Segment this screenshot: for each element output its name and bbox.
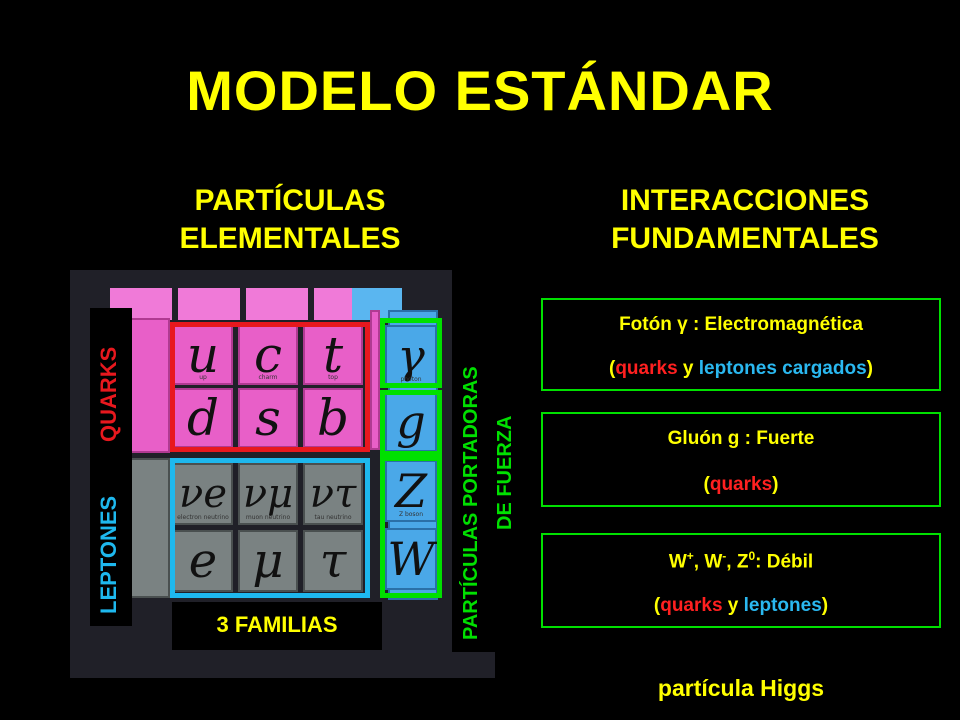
electron-neutrino-symbol: νe — [179, 471, 227, 517]
z-label: , Z — [726, 551, 749, 573]
lepton-muon-cube: μ — [238, 530, 298, 592]
quark-charm-name: charm — [258, 374, 278, 381]
w-boson-symbol: W — [387, 532, 435, 586]
interaction-electromagnetic: Fotón γ : Electromagnética (quarks y lep… — [541, 298, 941, 391]
interactions-heading-line2: FUNDAMENTALES — [611, 222, 879, 255]
quark-down-symbol: d — [186, 389, 219, 447]
particles-heading-line1: PARTÍCULAS — [194, 184, 386, 217]
muon-neutrino-name: muon neutrino — [245, 514, 291, 521]
quark-up-name: up — [199, 374, 207, 381]
quarks-frame — [170, 322, 370, 452]
quark-bottom-symbol: b — [316, 389, 349, 447]
particle-cube-panel: u up c charm t top d s b νe electron neu… — [70, 270, 495, 678]
photon-frame — [380, 318, 442, 388]
interaction-weak-title: W+, W-, Z0: Débil — [543, 549, 939, 573]
interaction-strong-title: Gluón g : Fuerte — [667, 428, 815, 449]
boson-w-cube: W — [385, 528, 437, 590]
paren-open: ( — [653, 595, 661, 616]
gluon-symbol: g — [396, 395, 426, 449]
boson-z-cube: Z Z boson — [385, 460, 437, 522]
weak-label: : Débil — [755, 551, 814, 573]
quark-top-symbol: t — [322, 326, 344, 384]
quark-charm-cube: c charm — [238, 325, 298, 385]
quark-strange-cube: s — [238, 388, 298, 448]
muon-neutrino-symbol: νμ — [242, 471, 294, 517]
boson-gluon-cube: g — [385, 392, 437, 452]
z-zero-sup: 0 — [748, 549, 756, 563]
paren-open: ( — [609, 358, 616, 379]
carriers-label-line1: PARTÍCULAS PORTADORAS — [460, 366, 482, 640]
quark-down-cube: d — [173, 388, 233, 448]
weak-bosons-frame — [380, 456, 442, 598]
w-minus-sup: - — [722, 549, 727, 563]
interactions-heading: INTERACCIONES FUNDAMENTALES — [545, 182, 945, 258]
photon-symbol: γ — [397, 329, 425, 383]
muon-symbol: μ — [252, 533, 284, 589]
interaction-strong-scope: (quarks) — [543, 474, 939, 496]
z-boson-name: Z boson — [398, 511, 424, 518]
scope-leptons: leptones cargados — [698, 358, 867, 379]
scope-leptons: leptones — [743, 595, 822, 616]
cube-top — [178, 288, 240, 320]
interaction-weak: W+, W-, Z0: Débil (quarks y leptones) — [541, 533, 941, 628]
scope-and: y — [677, 358, 699, 379]
quark-bottom-cube: b — [303, 388, 363, 448]
tau-symbol: τ — [319, 533, 347, 589]
interaction-electromagnetic-scope: (quarks y leptones cargados) — [543, 358, 939, 380]
cube-side — [370, 310, 380, 450]
paren-close: ) — [772, 474, 779, 495]
particles-heading-line2: ELEMENTALES — [179, 222, 401, 255]
interaction-weak-scope: (quarks y leptones) — [543, 595, 939, 617]
scope-quarks: quarks — [660, 595, 723, 616]
tau-neutrino-name: tau neutrino — [314, 514, 352, 521]
paren-close: ) — [821, 595, 829, 616]
paren-close: ) — [866, 358, 873, 379]
electron-symbol: e — [188, 533, 218, 589]
interactions-heading-line1: INTERACCIONES — [620, 184, 870, 217]
interaction-electromagnetic-title: Fotón γ : Electromagnética — [619, 314, 863, 335]
quarks-label: QUARKS — [96, 346, 121, 442]
quark-strange-symbol: s — [255, 389, 281, 447]
photon-name: photon — [400, 376, 422, 383]
w-minus-label: , W — [693, 551, 723, 573]
family-label-box — [90, 308, 132, 626]
scope-quarks: quarks — [615, 358, 678, 379]
gluon-frame — [380, 390, 442, 456]
electron-neutrino-name: electron neutrino — [177, 514, 229, 521]
families-label: 3 FAMILIAS — [216, 612, 338, 637]
families-label-box — [172, 602, 382, 650]
tau-neutrino-symbol: ντ — [309, 471, 357, 517]
lepton-electron-cube: e — [173, 530, 233, 592]
lepton-muon-neutrino-cube: νμ muon neutrino — [238, 463, 298, 525]
w-plus-sup: + — [686, 549, 694, 563]
particles-heading: PARTÍCULAS ELEMENTALES — [100, 182, 480, 258]
quark-top-name: top — [328, 374, 338, 381]
paren-open: ( — [703, 474, 710, 495]
carriers-label-box — [452, 262, 496, 652]
quark-up-cube: u up — [173, 325, 233, 385]
lepton-electron-neutrino-cube: νe electron neutrino — [173, 463, 233, 525]
leptons-frame — [170, 458, 370, 598]
scope-quarks: quarks — [709, 474, 773, 495]
lepton-tau-neutrino-cube: ντ tau neutrino — [303, 463, 363, 525]
z-boson-symbol: Z — [395, 464, 427, 518]
quark-top-cube: t top — [303, 325, 363, 385]
scope-and: y — [722, 595, 744, 616]
quark-charm-symbol: c — [253, 326, 282, 384]
cube-top — [314, 288, 359, 320]
higgs-label: partícula Higgs — [657, 675, 825, 701]
w-label: W — [668, 551, 687, 573]
boson-photon-cube: γ photon — [385, 325, 437, 387]
leptones-label: LEPTONES — [96, 495, 121, 614]
page-title: MODELO ESTÁNDAR — [186, 59, 774, 122]
lepton-tau-cube: τ — [303, 530, 363, 592]
cube-top — [246, 288, 308, 320]
carriers-label-line2: DE FUERZA — [494, 415, 516, 530]
quark-up-symbol: u — [186, 326, 220, 384]
interaction-strong: Gluón g : Fuerte (quarks) — [541, 412, 941, 507]
